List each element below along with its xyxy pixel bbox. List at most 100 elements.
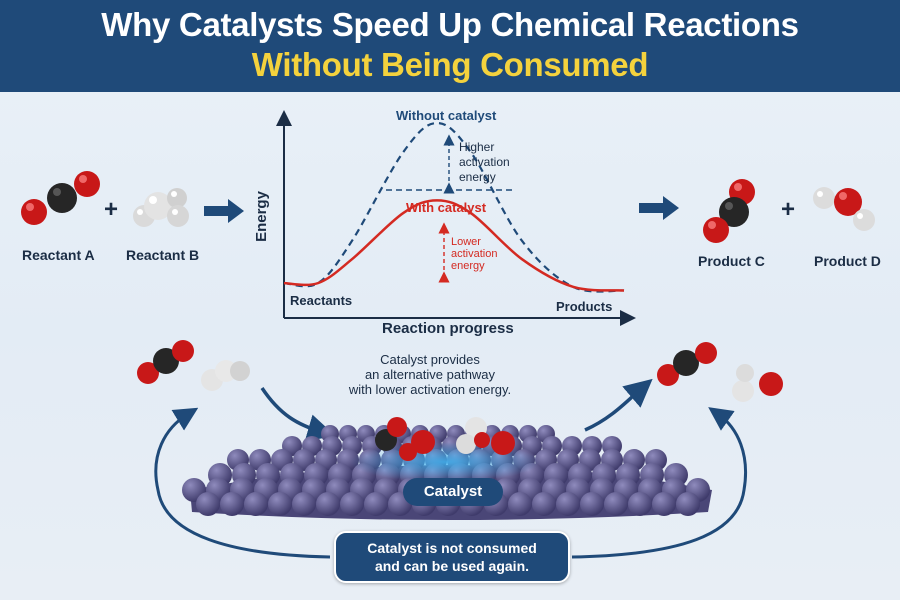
x-axis-label: Reaction progress (382, 320, 514, 337)
catalyst-atom (244, 492, 268, 516)
catalyst-atom (302, 436, 322, 456)
reactant-b-label: Reactant B (126, 247, 200, 263)
catalyst-atom (502, 436, 522, 456)
product-d-molecule (808, 180, 888, 240)
catalyst-atom (662, 478, 686, 502)
catalyst-atom (601, 449, 623, 471)
catalyst-atom (518, 478, 542, 502)
catalyst-atom (557, 449, 579, 471)
catalyst-atom (602, 436, 622, 456)
catalyst-atom (359, 449, 381, 471)
catalyst-atom (562, 436, 582, 456)
catalyst-atom (676, 492, 700, 516)
catalyst-atom (196, 492, 220, 516)
reactant-a-label: Reactant A (22, 247, 95, 263)
chart-axes (276, 110, 636, 326)
catalyst-atom (532, 492, 556, 516)
reactants-level-label: Reactants (290, 293, 353, 308)
catalyst-atom (352, 463, 376, 487)
catalyst-atom (254, 478, 278, 502)
catalyst-atom (382, 436, 402, 456)
title-line-2: Without Being Consumed (251, 46, 649, 83)
catalyst-atom (304, 463, 328, 487)
catalyst-atom (393, 425, 411, 443)
catalyst-atom (278, 478, 302, 502)
catalyst-atom (686, 478, 710, 502)
products-level-label: Products (556, 299, 613, 314)
without-catalyst-label: Without catalyst (396, 108, 497, 123)
product-c-molecule (696, 176, 766, 246)
higher-activation-label: Higher activation energy (459, 140, 510, 184)
catalyst-atom (579, 449, 601, 471)
catalyst-atom (328, 463, 352, 487)
catalyst-atom (537, 425, 555, 443)
catalyst-atom (604, 492, 628, 516)
catalyst-atom (381, 449, 403, 471)
catalyst-atom (256, 463, 280, 487)
catalyst-atom (208, 463, 232, 487)
adsorbed-co2 (375, 417, 435, 461)
catalyst-atom (652, 492, 676, 516)
catalyst-atom (268, 492, 292, 516)
catalyst-atom (614, 478, 638, 502)
incoming-h2o (201, 360, 250, 391)
catalyst-atom (350, 478, 374, 502)
catalyst-atom (556, 492, 580, 516)
catalyst-atom (582, 436, 602, 456)
catalyst-atom (513, 449, 535, 471)
left-recycle-arrow (154, 407, 331, 559)
catalyst-atom (326, 478, 350, 502)
plus-sign-products: + (781, 196, 796, 223)
reactant-a-molecule (14, 170, 104, 230)
outgoing-h2o (732, 364, 783, 402)
catalyst-atom (411, 425, 429, 443)
catalyst-atom (249, 449, 271, 471)
reactants-arrow-icon (204, 199, 244, 223)
catalyst-atom (182, 478, 206, 502)
reuse-note-line-2: and can be used again. (374, 558, 530, 574)
catalyst-atom (664, 463, 688, 487)
catalyst-atom (302, 478, 326, 502)
catalyst-atom (465, 425, 483, 443)
catalyst-atom (483, 425, 501, 443)
catalyst-atom (447, 449, 469, 471)
catalyst-atom (522, 436, 542, 456)
catalyst-atom (337, 449, 359, 471)
catalyst-atom (315, 449, 337, 471)
catalyst-atom (422, 436, 442, 456)
incoming-co2 (137, 340, 194, 384)
catalyst-atom (322, 436, 342, 456)
catalyst-atom (292, 492, 316, 516)
catalyst-atom (232, 463, 256, 487)
energy-axis-label: Energy (252, 191, 270, 242)
catalyst-atom (376, 463, 400, 487)
catalyst-atom (469, 449, 491, 471)
catalyst-atom (501, 425, 519, 443)
catalyst-atom (425, 449, 447, 471)
catalyst-atom (580, 492, 604, 516)
reuse-note-line-1: Catalyst is not consumed (367, 540, 537, 556)
catalyst-atom (280, 463, 304, 487)
catalyst-atom (535, 449, 557, 471)
catalyst-atom (429, 425, 447, 443)
outgoing-co2 (657, 342, 717, 386)
catalyst-atom (638, 478, 662, 502)
catalyst-atom (220, 492, 244, 516)
catalyst-atom (568, 463, 592, 487)
catalyst-atom (519, 425, 537, 443)
catalyst-atom (520, 463, 544, 487)
adsorbed-h2o (456, 417, 515, 455)
product-d-label: Product D (814, 253, 881, 269)
catalyst-atom (590, 478, 614, 502)
reactant-b-molecule (128, 184, 198, 234)
reuse-note-box: Catalyst is not consumed and can be used… (334, 531, 570, 583)
catalyst-atom (623, 449, 645, 471)
catalyst-atom (640, 463, 664, 487)
catalyst-atom (374, 478, 398, 502)
catalyst-atom (375, 425, 393, 443)
catalyst-atom (230, 478, 254, 502)
title-banner: Why Catalysts Speed Up Chemical Reaction… (0, 0, 900, 92)
reactant-approach-arrow (260, 387, 336, 442)
catalyst-atom (628, 492, 652, 516)
